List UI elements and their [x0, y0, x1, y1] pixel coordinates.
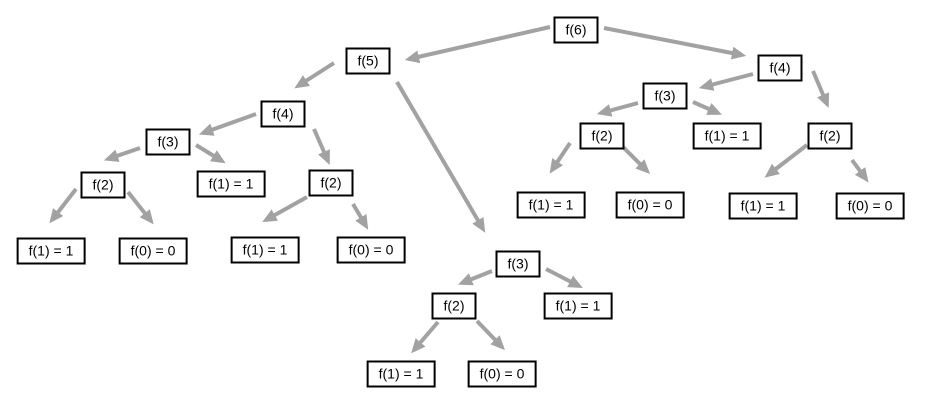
node-f6: f(6) [553, 16, 599, 44]
node-f0-mid-0: f(0) = 0 [467, 360, 537, 388]
edge-f2-left-b-f1-left-b1 [262, 195, 308, 223]
node-f2-right-b: f(2) [807, 122, 853, 150]
node-f0-right-b0: f(0) = 0 [835, 192, 905, 220]
edge-f2-right-a-f1-right-a1 [549, 141, 572, 174]
node-f2-mid: f(2) [431, 292, 477, 320]
node-f4-right: f(4) [757, 54, 803, 82]
edge-f2-mid-f0-mid-0 [475, 319, 505, 351]
node-f4-left: f(4) [260, 100, 306, 128]
edge-f6-f5 [404, 25, 551, 64]
edge-f2-left-a-f1-left-a1 [49, 187, 78, 224]
node-f2-left-a: f(2) [80, 171, 126, 199]
edge-f5-f3-mid [395, 80, 486, 233]
node-f0-right-a0: f(0) = 0 [615, 191, 685, 219]
node-f1-left-b: f(1) = 1 [196, 170, 266, 198]
node-f3-left: f(3) [145, 128, 191, 156]
edge-f4-left-f2-left-b [312, 128, 330, 165]
node-f3-mid: f(3) [495, 250, 541, 278]
node-f1-right-a1: f(1) = 1 [516, 191, 586, 219]
node-f1-mid-1: f(1) = 1 [366, 360, 436, 388]
edge-f3-left-f1-left-b [194, 143, 226, 164]
node-f1-mid-r: f(1) = 1 [543, 292, 613, 320]
edge-f3-right-f1-right-b [692, 100, 722, 115]
node-f1-left-a1: f(1) = 1 [16, 237, 86, 265]
edge-f6-f4-right [603, 26, 747, 60]
node-f1-right-b1: f(1) = 1 [728, 192, 798, 220]
edge-f4-right-f3-right [698, 72, 754, 91]
edge-f4-right-f2-right-b [811, 70, 830, 108]
edge-f3-right-f2-right-a [596, 101, 639, 117]
edge-f3-mid-f2-mid [457, 269, 493, 286]
node-f1-left-b1: f(1) = 1 [230, 236, 300, 264]
edge-f3-mid-f1-mid-r [545, 267, 583, 288]
edge-f4-left-f3-left [198, 112, 257, 136]
edge-f3-left-f2-left-a [103, 146, 141, 162]
node-f2-right-a: f(2) [579, 122, 625, 150]
edge-f2-right-b-f1-right-b1 [764, 143, 809, 178]
node-f2-left-b: f(2) [308, 169, 354, 197]
edge-f2-right-b-f0-right-b0 [850, 158, 869, 183]
edge-f5-f4-left [294, 61, 336, 89]
node-f5: f(5) [345, 47, 391, 75]
edge-f2-right-a-f0-right-a0 [620, 144, 651, 175]
node-f0-left-a0: f(0) = 0 [118, 237, 188, 265]
edge-f2-mid-f1-mid-1 [411, 320, 440, 354]
node-f0-left-b0: f(0) = 0 [336, 236, 406, 264]
node-f1-right-b: f(1) = 1 [692, 122, 762, 150]
edge-f2-left-b-f0-left-b0 [351, 202, 369, 230]
node-f3-right: f(3) [642, 82, 688, 110]
edge-f2-left-a-f0-left-a0 [126, 190, 154, 225]
